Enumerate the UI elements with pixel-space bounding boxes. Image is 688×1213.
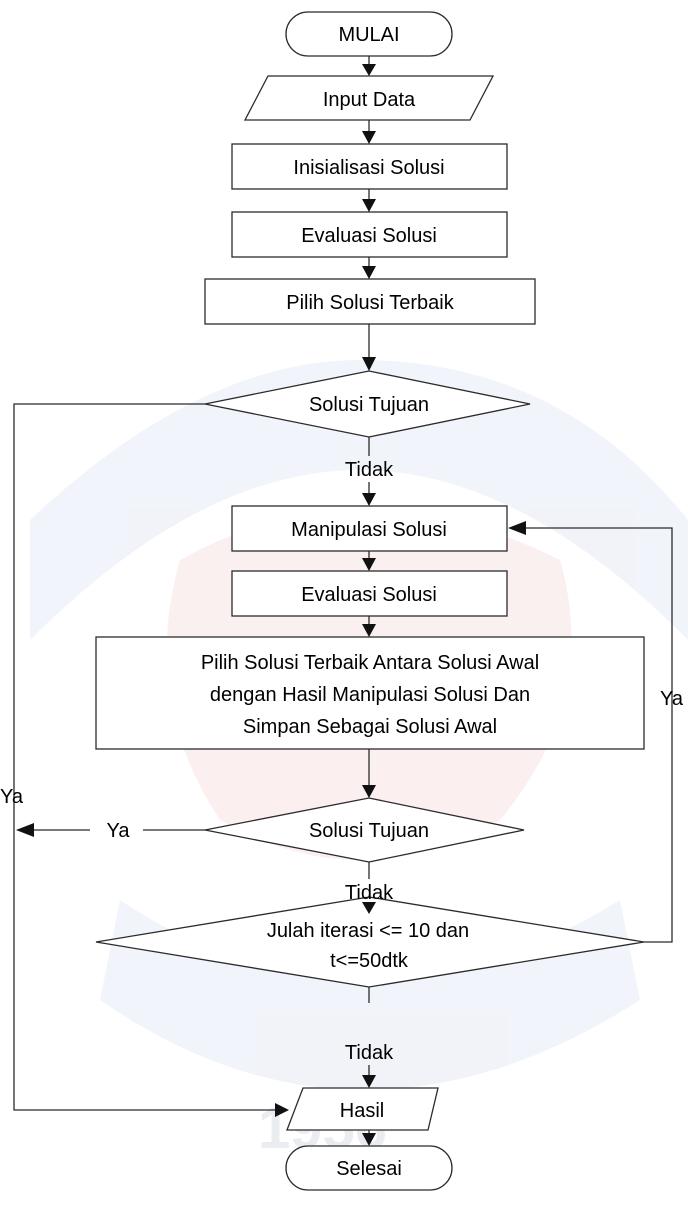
iteration-decision-line-2: t<=50dtk: [330, 950, 409, 972]
evaluate-solution-label-2: Evaluasi Solusi: [301, 584, 437, 606]
label-ya-left: Ya: [0, 786, 24, 808]
label-ya-mid: Ya: [107, 820, 131, 842]
init-solution-label: Inisialisasi Solusi: [293, 157, 444, 179]
output-shape: [286, 1087, 439, 1131]
start-label: MULAI: [338, 24, 399, 46]
label-tidak-3: Tidak: [345, 1042, 394, 1064]
end-label: Selesai: [336, 1158, 402, 1180]
goal-decision-2: [204, 797, 525, 863]
input-data-label: Input Data: [323, 89, 416, 111]
connectors: [13, 56, 673, 1146]
goal-decision-2-label: Solusi Tujuan: [309, 820, 429, 842]
choose-best-label: Pilih Solusi Terbaik: [286, 292, 454, 314]
evaluate-solution-box-2: [231, 570, 508, 617]
choose-best-compare-line-3: Simpan Sebagai Solusi Awal: [243, 716, 497, 738]
output-label: Hasil: [340, 1100, 384, 1122]
iteration-decision-line-1: Julah iterasi <= 10 dan: [267, 920, 469, 942]
choose-best-compare-box: [95, 636, 645, 750]
label-tidak-1: Tidak: [345, 459, 394, 481]
evaluate-solution-box-1: [231, 211, 508, 258]
label-tidak-2: Tidak: [345, 882, 394, 904]
evaluate-solution-label-1: Evaluasi Solusi: [301, 225, 437, 247]
label-ya-right: Ya: [660, 688, 684, 710]
choose-best-compare-line-1: Pilih Solusi Terbaik Antara Solusi Awal: [201, 652, 539, 674]
choose-best-compare-line-2: dengan Hasil Manipulasi Solusi Dan: [210, 684, 530, 706]
init-solution-box: [231, 143, 508, 190]
choose-best-box: [204, 278, 536, 325]
manipulate-solution-label: Manipulasi Solusi: [291, 519, 447, 541]
goal-decision-1: [204, 370, 531, 438]
input-data-shape: [243, 75, 495, 121]
goal-decision-1-label: Solusi Tujuan: [309, 394, 429, 416]
manipulate-solution-box: [231, 505, 508, 552]
